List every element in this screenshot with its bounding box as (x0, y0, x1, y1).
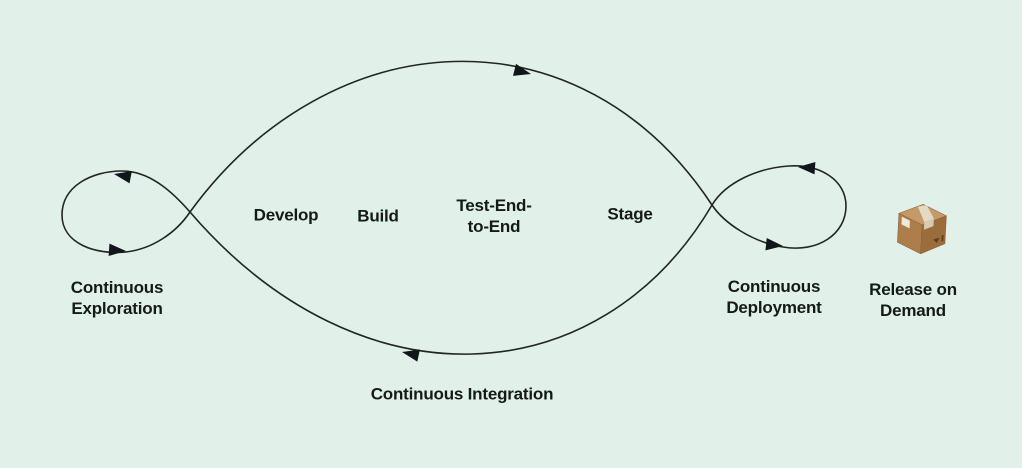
release-on-demand-label: Release on Demand (869, 280, 957, 320)
arrow-left-loop-top-icon (114, 171, 132, 184)
loop-label-continuous-deployment: Continuous Deployment (726, 277, 822, 317)
box-print-arrow (933, 237, 940, 243)
arrow-right-loop-bottom-icon (765, 238, 783, 251)
package-box-icon (897, 204, 948, 254)
step-label-develop: Develop (253, 205, 319, 225)
box-side-tape (923, 218, 934, 230)
step-label-stage: Stage (607, 204, 653, 224)
arrow-top-arc-icon (513, 63, 531, 76)
loop-label-continuous-exploration: Continuous Exploration (70, 278, 164, 318)
box-print-bar (941, 234, 944, 242)
arrow-right-loop-top-icon (798, 162, 816, 175)
box-shipping-label (901, 216, 910, 229)
box-top-tape (917, 205, 934, 223)
pipeline-curve (61, 60, 847, 355)
loop-label-continuous-integration: Continuous Integration (370, 384, 554, 404)
flow-arrowheads (108, 63, 816, 362)
step-label-build: Build (357, 206, 399, 226)
arrow-bottom-arc-icon (402, 349, 420, 362)
step-label-test-end-to-end: Test-End- to-End (456, 196, 532, 236)
arrow-left-loop-bottom-icon (108, 243, 126, 256)
